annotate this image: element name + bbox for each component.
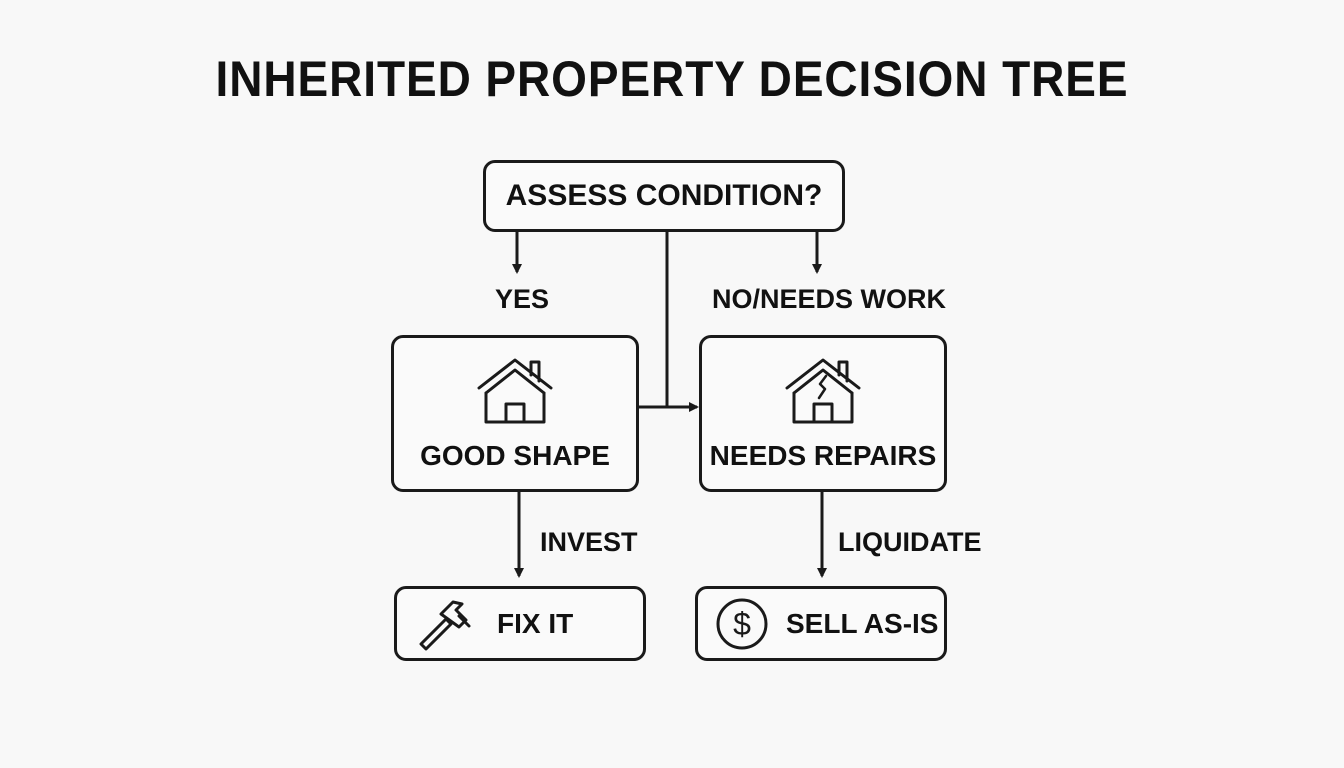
node-needs-repairs-label: NEEDS REPAIRS [709, 440, 937, 471]
arrow-root-to-repairs [665, 232, 699, 412]
dollar-coin-icon: $ [716, 598, 768, 649]
cracked-house-icon [785, 358, 861, 424]
house-icon [477, 358, 553, 424]
node-good-shape-label: GOOD SHAPE [420, 440, 610, 471]
diagram-title: INHERITED PROPERTY DECISION TREE [215, 51, 1129, 107]
node-assess-condition: ASSESS CONDITION? [483, 160, 845, 232]
svg-text:$: $ [733, 606, 751, 642]
node-needs-repairs: NEEDS REPAIRS [699, 335, 947, 492]
node-sell-as-is-label: SELL AS-IS [786, 607, 939, 639]
node-sell-as-is: $ SELL AS-IS [695, 586, 947, 661]
edge-label-liquidate: LIQUIDATE [838, 527, 982, 557]
node-good-shape: GOOD SHAPE [391, 335, 639, 492]
hammer-icon [419, 600, 471, 650]
edge-label-no-needs-work: NO/NEEDS WORK [712, 284, 947, 314]
edge-label-invest: INVEST [540, 527, 638, 557]
edge-label-yes: YES [495, 284, 550, 314]
node-fix-it: FIX IT [394, 586, 646, 661]
node-fix-it-label: FIX IT [497, 607, 574, 639]
node-assess-condition-label: ASSESS CONDITION? [505, 179, 823, 212]
